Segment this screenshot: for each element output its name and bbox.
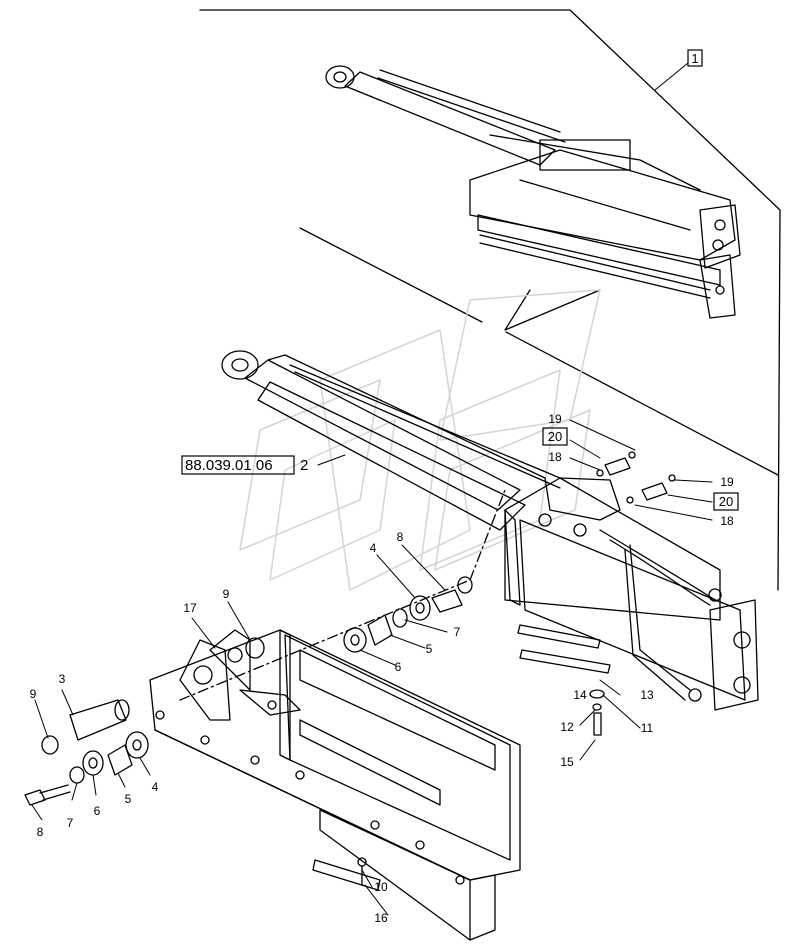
loose-parts — [24, 451, 676, 891]
callout-18-top: 18 — [548, 450, 562, 464]
leader-lines — [31, 62, 713, 916]
callout-17: 17 — [183, 601, 197, 615]
assembly-boundary-lines — [199, 9, 781, 591]
callout-9-right: 9 — [223, 587, 230, 601]
top-assembly — [325, 65, 741, 319]
callout-20-top-box — [542, 427, 568, 446]
callout-20-top: 20 — [548, 429, 562, 444]
callout-10: 10 — [374, 880, 388, 894]
callout-13: 13 — [640, 688, 654, 702]
callout-6-right: 6 — [395, 660, 402, 674]
callout-5-right: 5 — [426, 642, 433, 656]
callout-18-right: 18 — [720, 514, 734, 528]
center-line — [179, 489, 506, 701]
callout-7-left: 7 — [67, 816, 74, 830]
callout-1-box — [687, 49, 703, 67]
callout-16: 16 — [374, 911, 388, 925]
callout-1: 1 — [691, 51, 698, 66]
valve-block — [504, 477, 759, 711]
callout-9-left: 9 — [30, 687, 37, 701]
callout-19-top: 19 — [548, 412, 562, 426]
reference-number: 88.039.01 06 — [185, 457, 273, 474]
callout-4-right: 4 — [370, 541, 377, 555]
callout-11: 11 — [641, 721, 654, 735]
callout-6-left: 6 — [94, 804, 101, 818]
main-cylinder — [221, 350, 561, 531]
callout-15: 15 — [560, 755, 574, 769]
mounting-bracket — [149, 629, 521, 941]
callout-3: 3 — [59, 672, 66, 686]
callout-20-right-box — [713, 492, 739, 511]
callout-8-left: 8 — [37, 825, 44, 839]
callout-2: 2 — [300, 457, 308, 474]
callout-12: 12 — [560, 720, 574, 734]
callout-4-left: 4 — [152, 780, 159, 794]
callout-7-right: 7 — [454, 625, 461, 639]
callout-5-left: 5 — [125, 792, 132, 806]
watermark-logo — [239, 289, 601, 591]
reference-box — [181, 455, 295, 475]
callout-14: 14 — [573, 688, 587, 702]
callout-19-right: 19 — [720, 475, 734, 489]
callout-8-right: 8 — [397, 530, 404, 544]
callout-20-right: 20 — [719, 494, 733, 509]
callout-labels: 1 88.039.01 06 2 3 9 7 6 5 4 8 17 9 4 8 … — [30, 49, 739, 925]
